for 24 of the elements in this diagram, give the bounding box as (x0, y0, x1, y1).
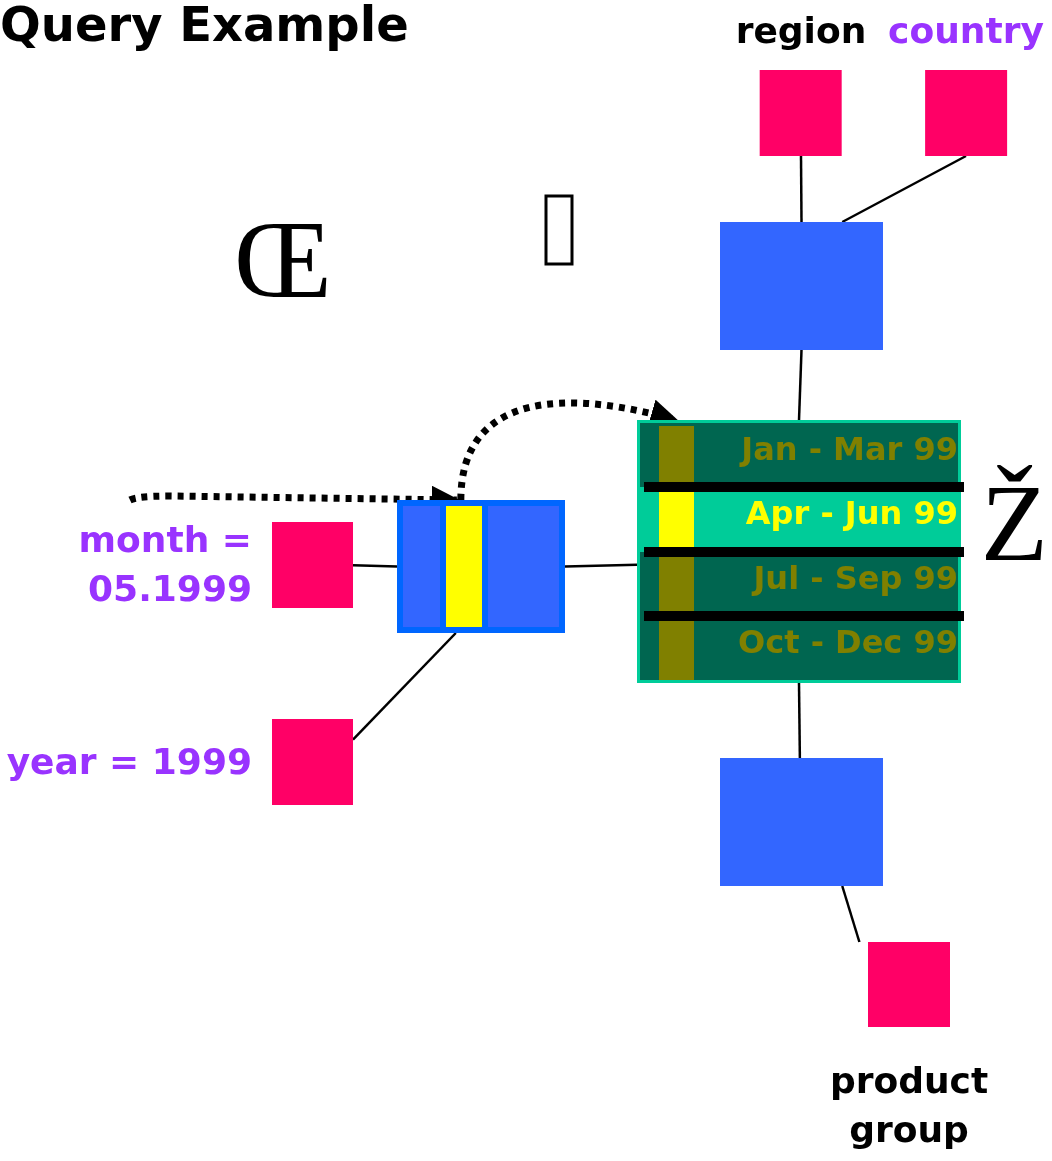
quarter-label: Oct - Dec 99 (738, 625, 958, 658)
quarter-label: Jul - Sep 99 (753, 561, 958, 594)
dimension-table-box (720, 758, 883, 886)
attribute-label: month = 05.1999 (77, 518, 252, 611)
connector-line (841, 885, 861, 943)
quarter-label: Apr - Jun 99 (745, 497, 958, 530)
dimension-table-box (720, 222, 883, 350)
connector-line (799, 156, 803, 222)
symbol-glyph: Œ (234, 205, 332, 315)
attribute-label: product group (828, 1059, 990, 1152)
connector-line (352, 564, 398, 568)
connector-line (352, 632, 457, 741)
diagram-title: Query Example (0, 0, 409, 54)
connector-line (797, 349, 803, 421)
attribute-label: year = 1999 (5, 739, 252, 784)
attribute-label: region (735, 10, 867, 52)
connector-line (841, 154, 967, 224)
fact-table-box (397, 500, 565, 633)
quarter-label: Jan - Mar 99 (741, 433, 958, 465)
attribute-label: country (888, 10, 1044, 52)
connector-line (797, 683, 802, 758)
time-dimension-box (637, 420, 961, 683)
connector-line (564, 563, 638, 568)
dotted-arrow (457, 399, 679, 501)
